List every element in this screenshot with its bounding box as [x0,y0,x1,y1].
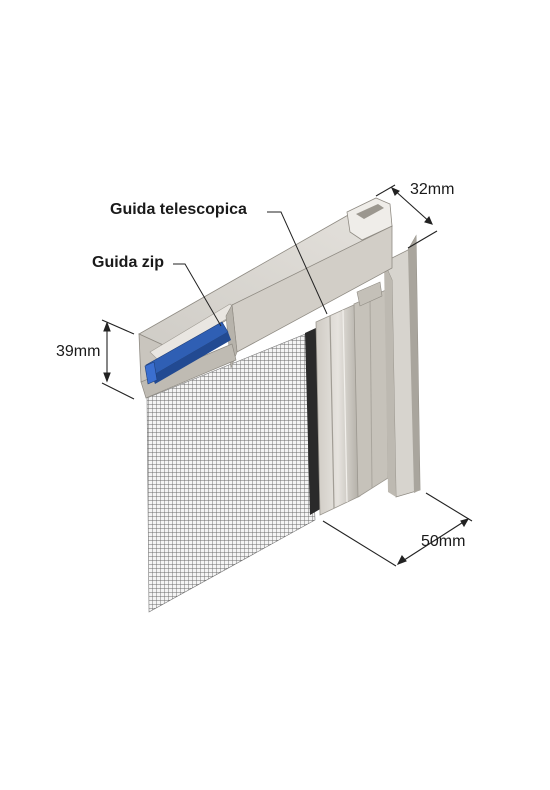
zip-guide-insert [144,321,231,385]
label-telescopic-guide: Guida telescopica [110,201,247,218]
outer-vertical-guide [383,234,421,498]
horizontal-top-profile [138,197,393,399]
mesh-screen [146,332,316,613]
leader-lines [173,211,328,327]
dimension-lines [101,184,473,567]
label-height-left: 39mm [56,343,101,360]
label-width-top: 32mm [410,181,455,198]
label-width-bottom: 50mm [421,533,466,550]
telescopic-vertical-profile [315,289,389,516]
label-zip-guide: Guida zip [92,254,164,271]
